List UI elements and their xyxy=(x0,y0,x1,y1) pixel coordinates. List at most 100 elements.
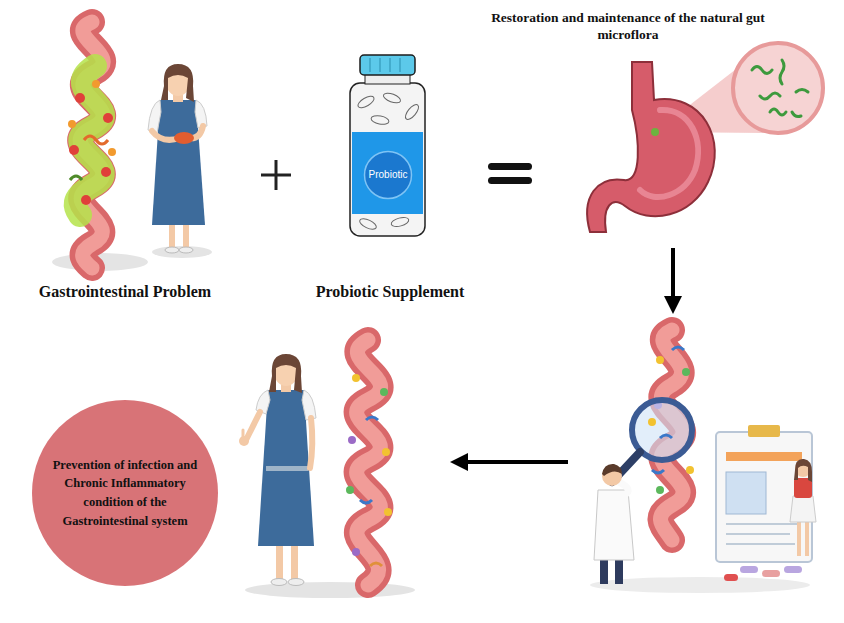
capsule xyxy=(390,216,409,228)
report-image xyxy=(726,472,766,514)
examination-scene xyxy=(590,330,816,593)
pill xyxy=(724,574,738,581)
bottle-cap xyxy=(360,55,415,75)
pathogen xyxy=(108,148,116,156)
pathogen xyxy=(103,113,113,123)
report-line xyxy=(726,533,790,535)
shoe xyxy=(179,247,193,253)
good-bacterium xyxy=(370,563,382,566)
node-text-group: Prevention of infection and Chronic Infl… xyxy=(49,456,201,531)
shoe xyxy=(165,247,179,253)
intestine-inner xyxy=(357,340,381,585)
probiotic-badge: Probiotic xyxy=(363,150,413,200)
capsule xyxy=(382,91,402,105)
arrow-shaft xyxy=(466,460,568,464)
good-bacterium xyxy=(652,470,664,473)
node-outline xyxy=(32,400,218,586)
hair xyxy=(161,64,194,102)
bacterium xyxy=(780,60,784,84)
node-text: Prevention of infection and Chronic Infl… xyxy=(49,456,201,531)
bacterium xyxy=(770,109,786,115)
good-bacterium xyxy=(682,368,690,376)
good-bacterium xyxy=(648,418,656,426)
equals-sign xyxy=(488,163,532,184)
good-bacterium xyxy=(384,508,392,516)
stomach xyxy=(587,62,715,232)
pill xyxy=(784,566,802,573)
node-text-group: Probiotic xyxy=(363,169,413,181)
sleeve xyxy=(148,100,161,133)
belt xyxy=(266,466,308,471)
probiotic-bottle xyxy=(350,55,425,236)
report-line xyxy=(726,543,795,545)
pathogen xyxy=(101,167,111,177)
zoom-circle xyxy=(733,43,823,133)
pathogen xyxy=(92,80,100,88)
leg xyxy=(291,545,298,581)
good-bacterium xyxy=(366,417,378,420)
flow-arrow xyxy=(664,248,682,314)
equals-bar xyxy=(488,163,532,170)
good-bacterium xyxy=(348,436,356,444)
good-bacterium xyxy=(352,548,360,556)
floor-shadow xyxy=(245,582,415,598)
equals-bar xyxy=(488,177,532,184)
bowl xyxy=(174,132,194,144)
floor-shadow xyxy=(152,246,212,258)
bacterium xyxy=(792,112,801,117)
capsule xyxy=(356,94,376,110)
pathogen xyxy=(84,136,108,144)
bacterium xyxy=(796,90,808,93)
node-text: Probiotic xyxy=(363,169,413,181)
hair xyxy=(602,464,622,476)
arrow-head xyxy=(450,453,468,471)
plus-sign xyxy=(261,160,291,190)
good-bacterium xyxy=(660,435,672,438)
good-bacterium xyxy=(360,500,372,503)
pathogen xyxy=(68,120,76,128)
cap-ridge xyxy=(390,58,391,72)
stomach-illustration xyxy=(587,43,823,232)
bacterium xyxy=(752,67,772,74)
good-bacterium xyxy=(382,448,390,456)
pathogen xyxy=(69,145,79,155)
arm xyxy=(310,418,312,468)
caption-text: Probiotic Supplement xyxy=(285,282,495,302)
bottle-label xyxy=(352,132,423,214)
pathogen xyxy=(81,195,91,205)
good-bacterium xyxy=(352,374,360,382)
leg xyxy=(600,558,608,584)
pill xyxy=(762,570,780,577)
leg xyxy=(805,520,809,556)
capsule xyxy=(370,114,389,125)
lab-coat xyxy=(594,490,634,560)
good-bacterium xyxy=(656,356,664,364)
problem-intestine xyxy=(52,22,148,271)
clipboard-clip xyxy=(748,425,780,437)
leg xyxy=(615,558,623,584)
pill xyxy=(740,566,758,573)
report-line xyxy=(726,523,800,525)
skirt xyxy=(790,496,816,522)
cap-ridge xyxy=(380,58,381,72)
shoe xyxy=(288,579,304,586)
flow-arrow xyxy=(450,453,568,471)
node-shape xyxy=(32,400,218,586)
healthy-scene xyxy=(239,340,415,598)
clipboard xyxy=(716,432,812,562)
hair xyxy=(794,459,812,482)
pathogen xyxy=(75,93,85,103)
report-header xyxy=(726,452,802,461)
bacterium xyxy=(760,93,780,99)
inflamed-area xyxy=(76,66,103,215)
hair xyxy=(269,354,302,393)
bottle-body xyxy=(350,83,425,236)
cap-ridge xyxy=(400,58,401,72)
good-bacterium xyxy=(656,486,664,494)
leg xyxy=(276,545,283,581)
arrow-head xyxy=(664,296,682,314)
microbe-spot xyxy=(651,128,659,136)
plus-bar xyxy=(275,160,278,190)
